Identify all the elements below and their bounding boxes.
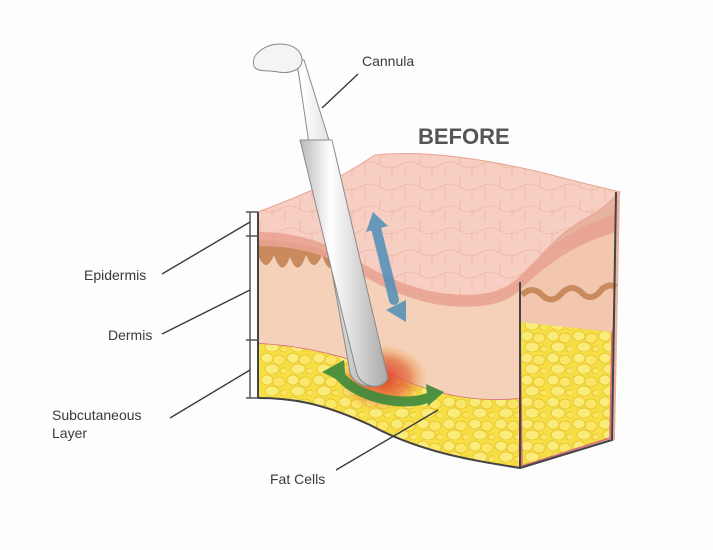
skin-block bbox=[258, 154, 620, 468]
fat-cells-label: Fat Cells bbox=[270, 471, 325, 487]
epidermis-label: Epidermis bbox=[84, 267, 146, 283]
cannula-label: Cannula bbox=[362, 53, 414, 69]
dermis-label: Dermis bbox=[108, 327, 152, 343]
layer-bracket bbox=[246, 212, 258, 398]
before-title: BEFORE bbox=[418, 124, 510, 149]
cannula-leader bbox=[322, 74, 358, 108]
subcutaneous-label: Subcutaneous bbox=[52, 407, 142, 423]
subcutaneous-leader bbox=[170, 370, 250, 418]
dermis-leader bbox=[162, 290, 250, 334]
epidermis-leader bbox=[162, 222, 250, 274]
layer-label: Layer bbox=[52, 425, 87, 441]
